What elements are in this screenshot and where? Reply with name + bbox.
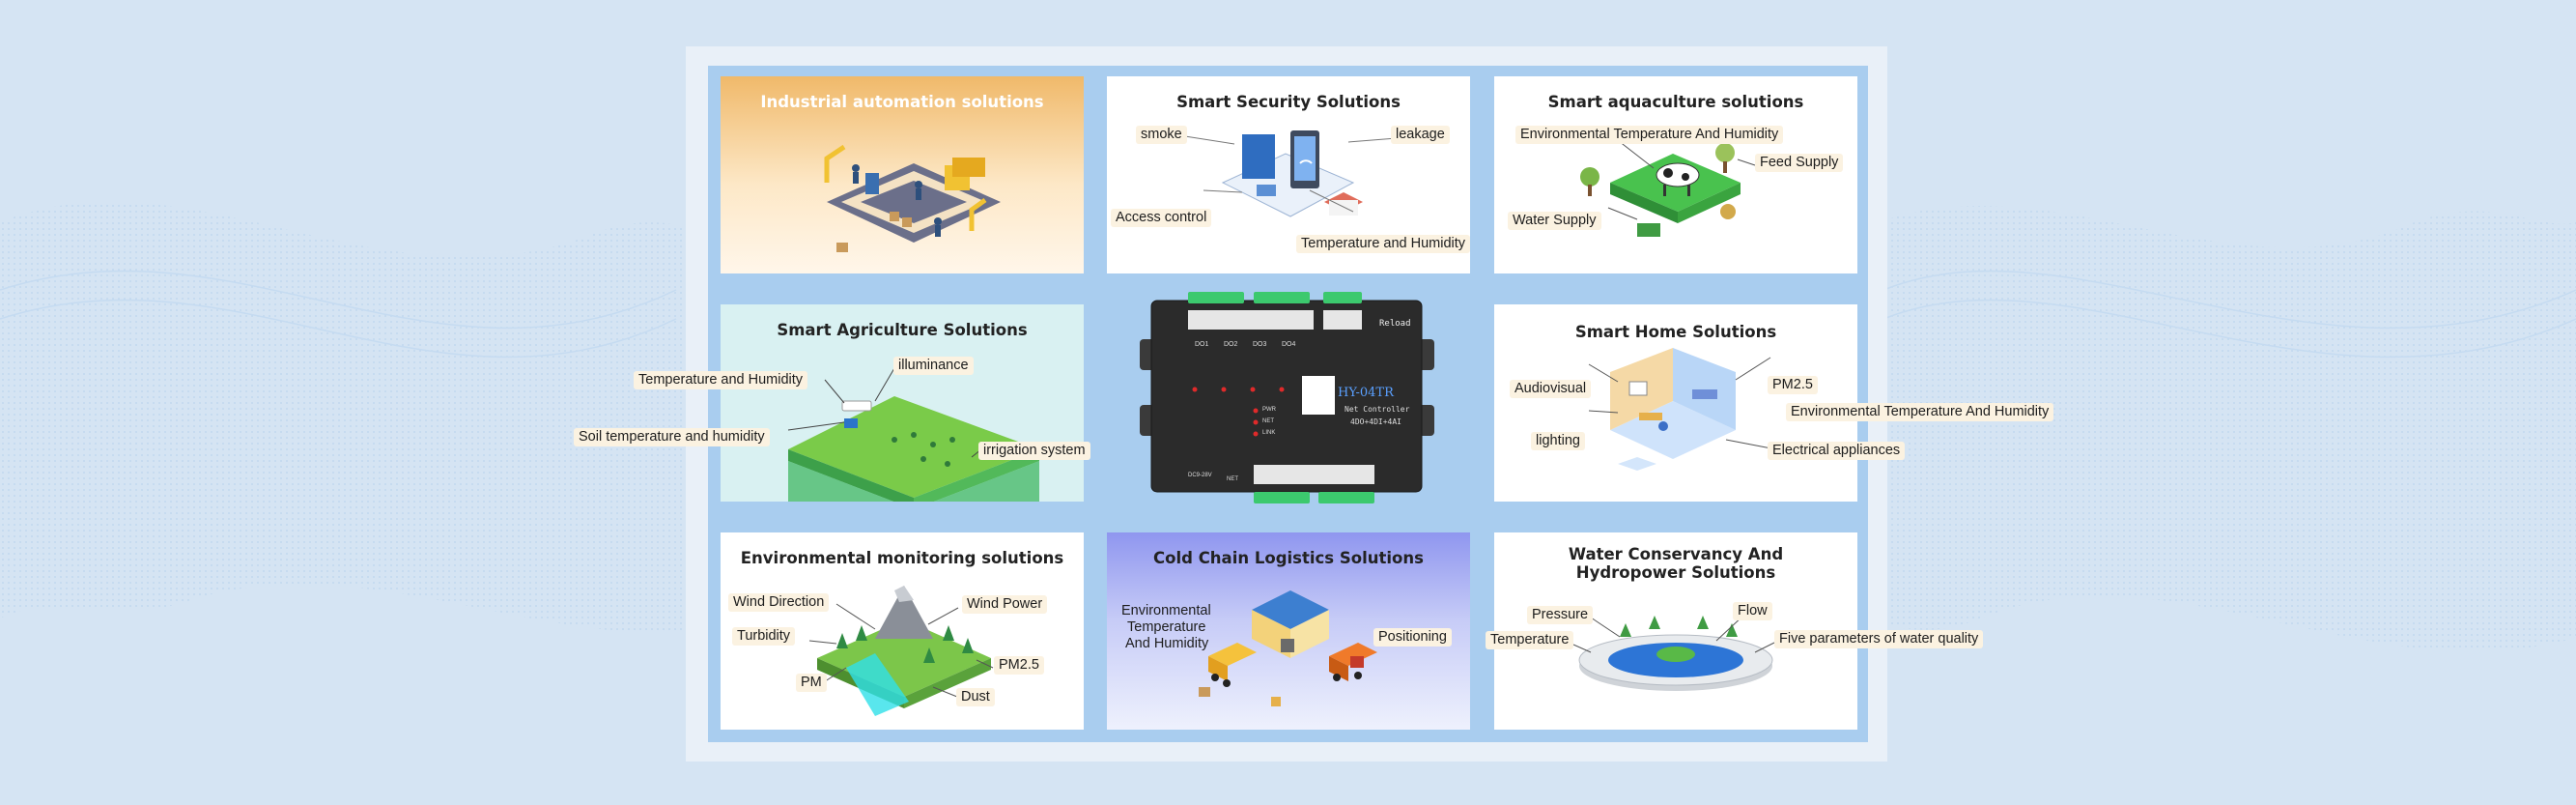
- label-temperature: Temperature: [1486, 631, 1574, 649]
- label-audiovisual: Audiovisual: [1510, 380, 1592, 398]
- label-wind-power: Wind Power: [962, 595, 1048, 614]
- label-water-supply: Water Supply: [1508, 212, 1601, 230]
- led-pwr-label: PWR: [1262, 407, 1276, 413]
- panel-title: Industrial automation solutions: [760, 93, 1044, 111]
- label-pm25: PM2.5: [994, 656, 1044, 675]
- output-label-2: DO2: [1224, 341, 1238, 348]
- label-flow: Flow: [1733, 602, 1772, 620]
- label-wind-direction: Wind Direction: [728, 593, 830, 612]
- label-positioning: Positioning: [1373, 628, 1452, 647]
- panel-smart-security[interactable]: Smart Security Solutions smoke leakage A…: [1107, 76, 1471, 273]
- label-illuminance: illuminance: [893, 357, 974, 375]
- panel-title: Smart Home Solutions: [1574, 323, 1777, 341]
- label-temperature-humidity: Temperature and Humidity: [1296, 235, 1471, 253]
- label-leakage: leakage: [1391, 126, 1450, 144]
- panel-water-conservancy[interactable]: Water Conservancy And Hydropower Solutio…: [1486, 532, 1984, 730]
- panel-smart-agriculture[interactable]: Smart Agriculture Solutions Temperature …: [574, 304, 1090, 502]
- aquaculture-illustration: [1580, 133, 1756, 237]
- cold-chain-illustration: [1199, 590, 1377, 706]
- label-smoke: smoke: [1136, 126, 1187, 144]
- label-dust: Dust: [956, 688, 995, 706]
- agriculture-illustration: [787, 367, 1039, 502]
- label-environmental-temperature-humidity: Environmental Temperature And Humidity: [1786, 403, 2054, 421]
- device-model: HY-04TR: [1338, 386, 1394, 400]
- water-conservancy-illustration: [1572, 615, 1775, 691]
- smart-home-illustration: [1588, 348, 1777, 471]
- label-five-parameters-water-quality: Five parameters of water quality: [1774, 630, 1984, 648]
- device-reload-label: Reload: [1379, 319, 1411, 329]
- output-label-4: DO4: [1282, 341, 1296, 348]
- device-spec: 4DO+4DI+4AI: [1350, 417, 1401, 426]
- panel-title: Smart Agriculture Solutions: [777, 321, 1028, 339]
- panel-cold-chain-logistics[interactable]: Cold Chain Logistics Solutions Environme…: [1107, 532, 1470, 730]
- label-soil-temperature-humidity: Soil temperature and humidity: [574, 428, 770, 446]
- led-link-label: LINK: [1262, 430, 1276, 436]
- net-controller-device[interactable]: Reload HY-04TR Net Controller 4DO+4DI+4A…: [1130, 289, 1444, 506]
- label-environmental-temperature-humidity: Environmental Temperature And Humidity: [1515, 126, 1784, 144]
- label-environmental: Environmental: [1121, 603, 1211, 618]
- controller-illustration: [1140, 292, 1434, 503]
- panel-title-line2: Hydropower Solutions: [1575, 563, 1776, 582]
- environment-illustration: [808, 586, 994, 716]
- label-and-humidity: And Humidity: [1125, 636, 1209, 651]
- label-pm25: PM2.5: [1768, 376, 1818, 394]
- label-temperature-humidity: Temperature and Humidity: [634, 371, 808, 389]
- panel-title: Smart Security Solutions: [1176, 93, 1401, 111]
- net-port-label: NET: [1227, 476, 1238, 482]
- label-temperature: Temperature: [1127, 619, 1206, 635]
- device-type: Net Controller: [1345, 405, 1410, 414]
- label-pm: PM: [796, 674, 827, 692]
- label-access-control: Access control: [1111, 209, 1212, 227]
- panel-title: Smart aquaculture solutions: [1547, 93, 1804, 111]
- panel-environmental-monitoring[interactable]: Environmental monitoring solutions Wind …: [721, 532, 1084, 730]
- security-illustration: [1172, 130, 1398, 217]
- label-feed-supply: Feed Supply: [1755, 154, 1844, 172]
- panel-smart-aquaculture[interactable]: Smart aquaculture solutions Environmenta…: [1494, 76, 1857, 273]
- label-turbidity: Turbidity: [732, 627, 796, 646]
- panel-title: Cold Chain Logistics Solutions: [1153, 549, 1424, 567]
- panel-title: Environmental monitoring solutions: [740, 549, 1064, 567]
- label-pressure: Pressure: [1527, 606, 1594, 624]
- led-net-label: NET: [1262, 418, 1274, 424]
- factory-illustration: [824, 144, 1001, 252]
- panel-title-line1: Water Conservancy And: [1568, 545, 1784, 563]
- power-label: DC9-28V: [1188, 473, 1212, 478]
- label-electrical-appliances: Electrical appliances: [1768, 442, 1906, 460]
- label-irrigation-system: irrigation system: [978, 442, 1090, 460]
- output-label-3: DO3: [1253, 341, 1267, 348]
- output-label-1: DO1: [1195, 341, 1209, 348]
- label-lighting: lighting: [1531, 432, 1585, 450]
- panel-industrial-automation[interactable]: Industrial automation solutions: [721, 76, 1084, 273]
- panel-smart-home[interactable]: Smart Home Solutions Audiovisual PM2.5 E…: [1494, 304, 2054, 502]
